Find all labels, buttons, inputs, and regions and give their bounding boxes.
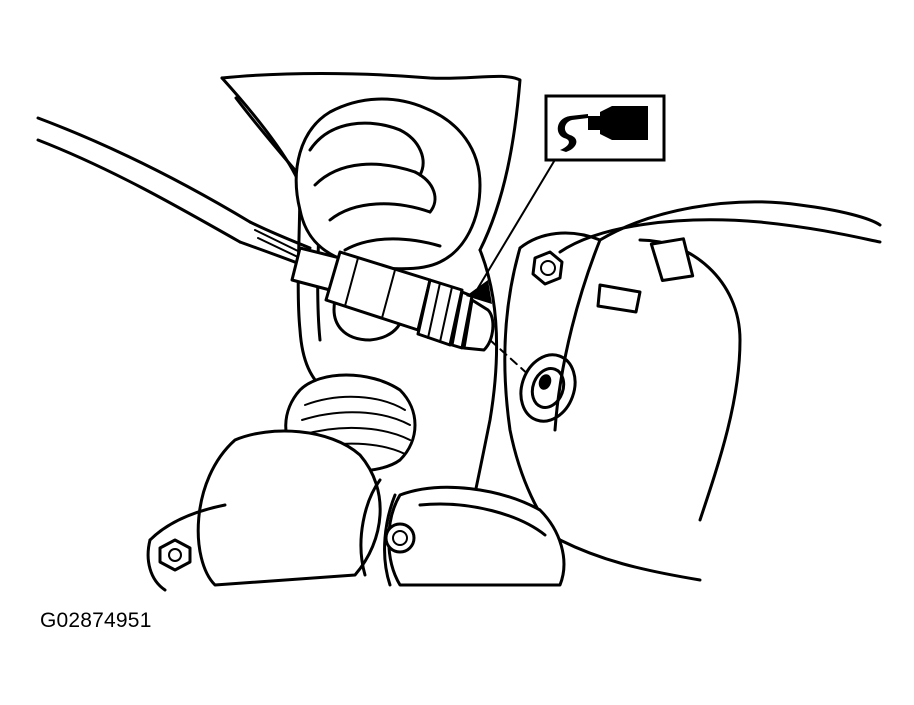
sealant-tube-icon [557,106,648,152]
exhaust-pipe [146,373,417,592]
oxygen-sensor [290,246,495,352]
sensor-wire-harness [36,116,312,268]
thread-pointer [466,157,557,304]
lower-bracket [359,478,566,587]
figure-id-label: G02874951 [40,609,152,632]
sealant-callout [544,94,666,162]
exhaust-manifold [503,200,882,582]
gloved-hand [294,97,482,342]
lower-left-nut [158,538,192,572]
sensor-bore [519,353,577,423]
flange-nut [531,250,564,286]
